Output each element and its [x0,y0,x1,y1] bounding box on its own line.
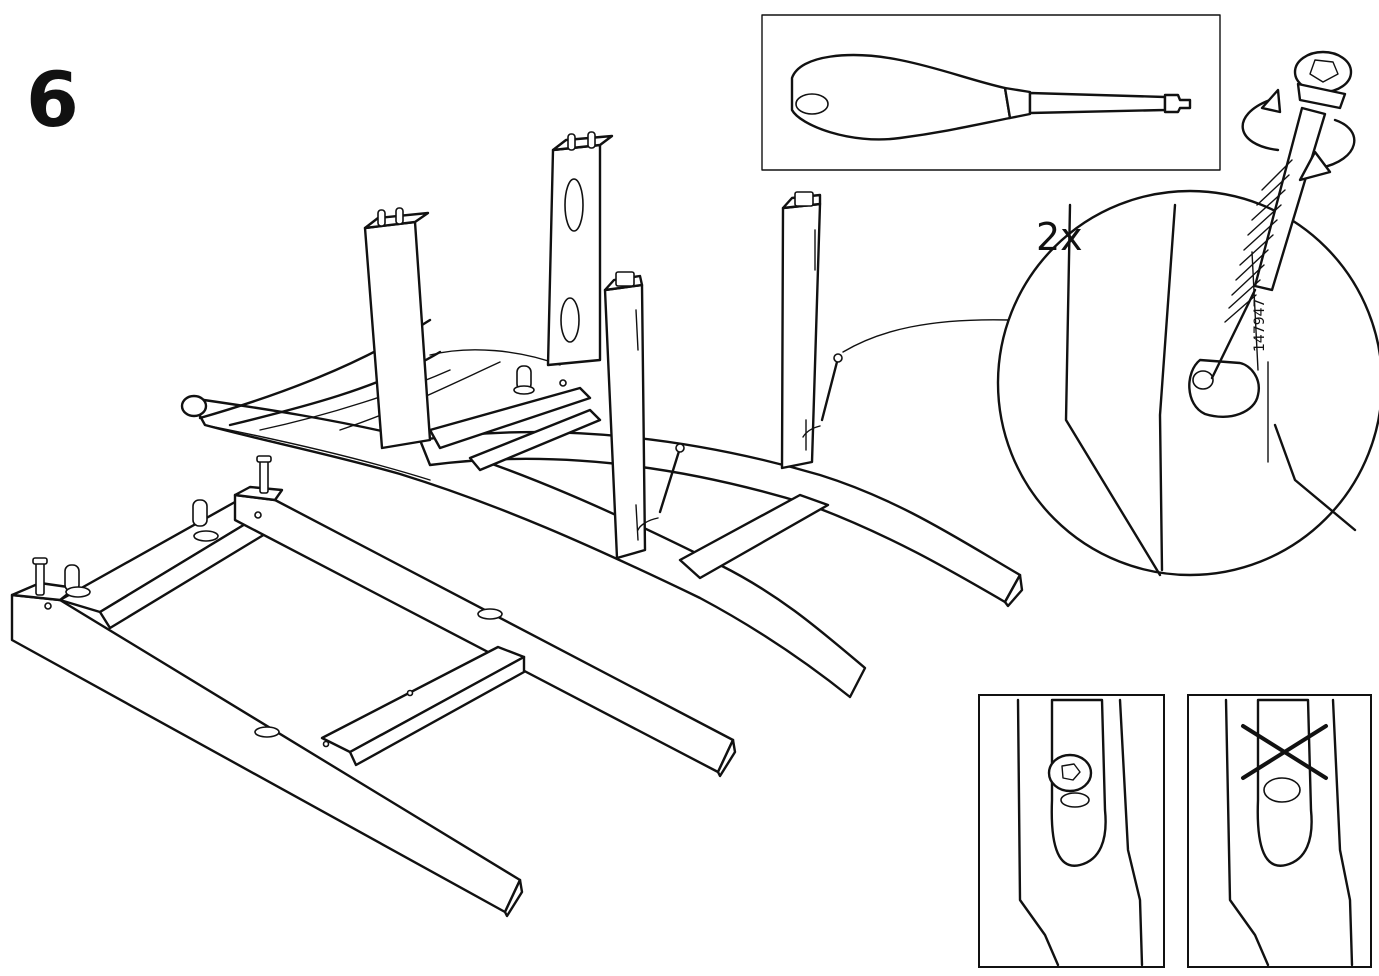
quantity-label: 2x [1036,215,1083,259]
detail-zoom [996,50,1379,577]
correct-example-icon [1016,698,1144,967]
screwdriver-icon [790,53,1192,141]
part-number: 147947 [1252,298,1268,352]
incorrect-example-panel [1187,694,1372,968]
screw-closeup-icon [1210,50,1353,380]
correct-example-panel [978,694,1165,968]
step-number: 6 [26,55,79,144]
tool-panel [761,14,1221,171]
incorrect-x-icon [1241,724,1328,780]
chair-frame [180,131,1024,699]
screw-left [637,443,685,531]
seat-frame [10,455,737,918]
screw-right [802,353,843,438]
